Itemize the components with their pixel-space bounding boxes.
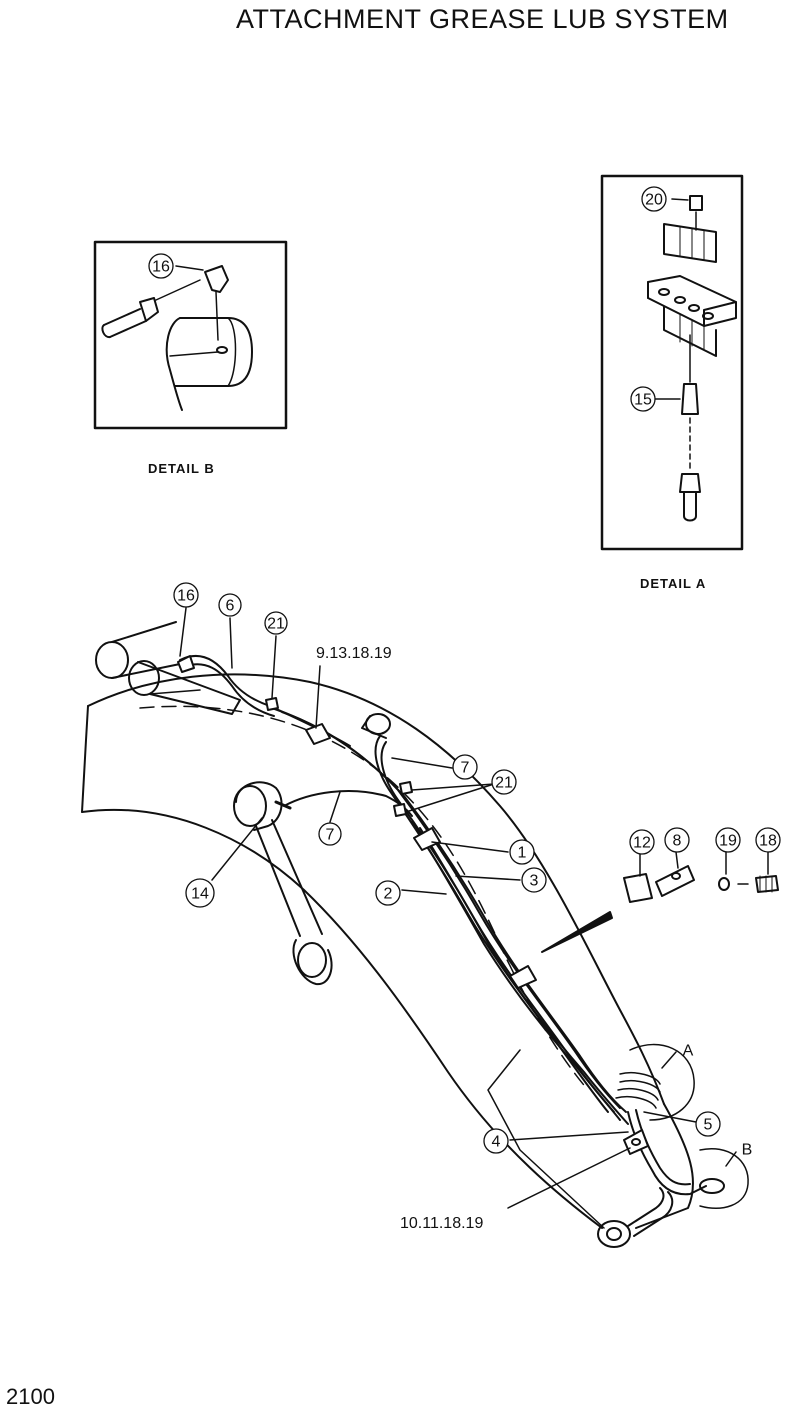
detail-a-marker: A	[683, 1043, 694, 1060]
label-16-boom: 16	[177, 588, 195, 605]
detail-b-box	[93, 240, 288, 430]
label-5: 5	[704, 1117, 713, 1134]
boom-assembly	[81, 621, 749, 1248]
label-19: 19	[719, 833, 737, 850]
detail-a-caption: DETAIL A	[640, 576, 706, 591]
label-7-left: 7	[326, 827, 335, 844]
label-6: 6	[226, 598, 235, 615]
detail-b-marker: B	[742, 1142, 753, 1159]
detail-b-caption: DETAIL B	[148, 461, 215, 476]
label-16-detail-b: 16	[152, 259, 170, 276]
label-3: 3	[530, 873, 539, 890]
label-20: 20	[645, 192, 663, 209]
label-4: 4	[492, 1134, 501, 1151]
callout-circles	[148, 186, 781, 1154]
label-8: 8	[673, 833, 682, 850]
page-number: 2100	[6, 1384, 55, 1409]
label-7-top: 7	[461, 760, 470, 777]
label-group-9-13-18-19: 9.13.18.19	[316, 645, 392, 662]
label-21-top: 21	[267, 616, 285, 633]
label-15: 15	[634, 392, 652, 409]
label-1: 1	[518, 845, 527, 862]
label-group-10-11-18-19: 10.11.18.19	[400, 1215, 483, 1232]
label-18: 18	[759, 833, 777, 850]
clamp-parts	[623, 851, 779, 903]
label-21-mid: 21	[495, 775, 513, 792]
label-12: 12	[633, 835, 651, 852]
label-2: 2	[384, 886, 393, 903]
leader-lines	[179, 607, 737, 1209]
page-title: ATTACHMENT GREASE LUB SYSTEM	[236, 4, 729, 34]
label-14: 14	[191, 886, 209, 903]
detail-a-box	[600, 174, 744, 551]
